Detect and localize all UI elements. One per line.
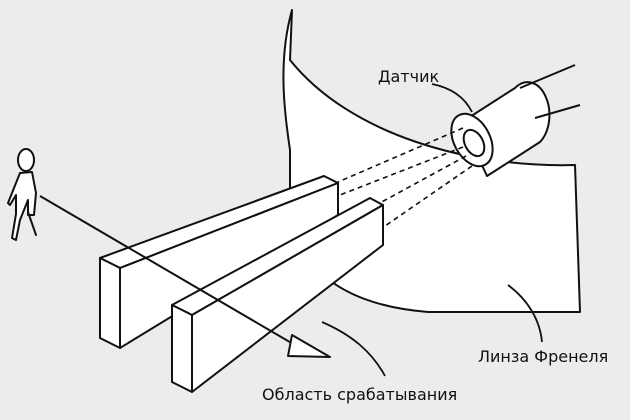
person-body [7,171,37,241]
lens-label: Линза Френеля [478,347,608,366]
person-leg [27,211,37,236]
sensor-lens-opening [462,128,486,158]
zone-label: Область срабатывания [262,385,457,404]
sensor-device [450,64,581,177]
lens-leader [507,284,543,343]
person-head [17,148,35,172]
detection-beam-front [171,197,384,393]
sensor-cable [534,104,581,119]
sensor-cable [519,64,576,89]
movement-arrow [39,195,331,358]
sensor-leader [431,83,473,113]
person-figure [7,148,37,241]
leader-lines [321,83,543,377]
sensor-label: Датчик [378,67,439,86]
zone-leader [321,321,386,377]
detection-rays [337,127,473,227]
arrow-head-icon [287,334,331,358]
